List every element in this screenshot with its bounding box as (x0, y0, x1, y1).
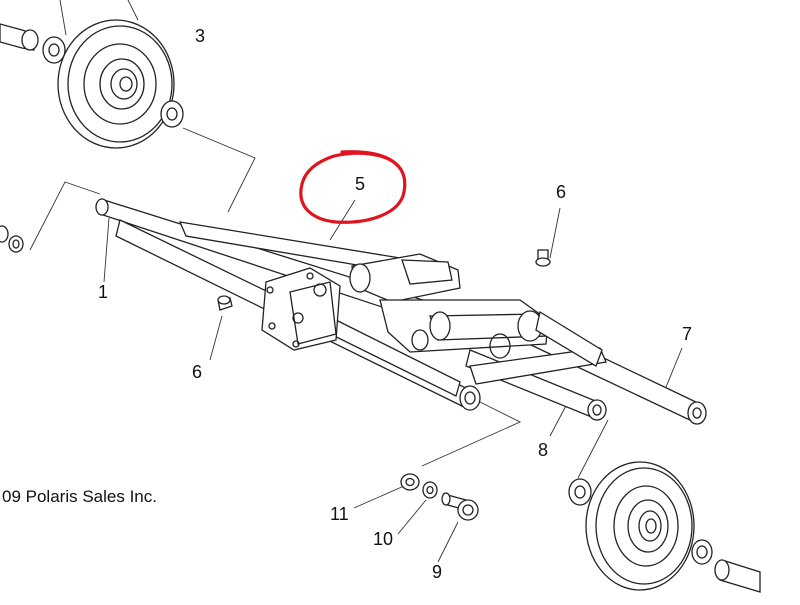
callout-10: 10 (373, 529, 393, 549)
callout-7: 7 (682, 324, 692, 344)
highlight-circle (299, 150, 407, 224)
callout-11: 11 (330, 504, 349, 524)
top-left-bushing (0, 23, 39, 51)
callout-9: 9 (432, 562, 442, 582)
washer-10 (422, 481, 438, 499)
callout-1: 1 (98, 282, 108, 302)
callout-6-right: 6 (556, 182, 566, 202)
lower-idler-wheel (585, 461, 695, 591)
top-left-washer (42, 36, 66, 64)
leader-lines (29, 127, 683, 563)
lower-bushing (714, 559, 761, 593)
copyright-text: 09 Polaris Sales Inc. (2, 487, 157, 506)
washer-11 (400, 473, 420, 491)
washer-3 (160, 100, 184, 128)
grease-fitting-right (535, 249, 551, 267)
callout-5: 5 (355, 174, 365, 194)
center-arm-assembly (349, 253, 603, 367)
callout-6-left: 6 (192, 362, 202, 382)
left-edge-washers (0, 225, 24, 253)
top-idler-wheel (57, 19, 175, 149)
callout-8: 8 (538, 440, 548, 460)
mounting-brackets (261, 267, 341, 351)
grease-fitting-left (217, 295, 233, 311)
bolt-9 (441, 492, 479, 521)
lower-wheel-washers (568, 478, 713, 565)
callout-3: 3 (195, 26, 205, 46)
